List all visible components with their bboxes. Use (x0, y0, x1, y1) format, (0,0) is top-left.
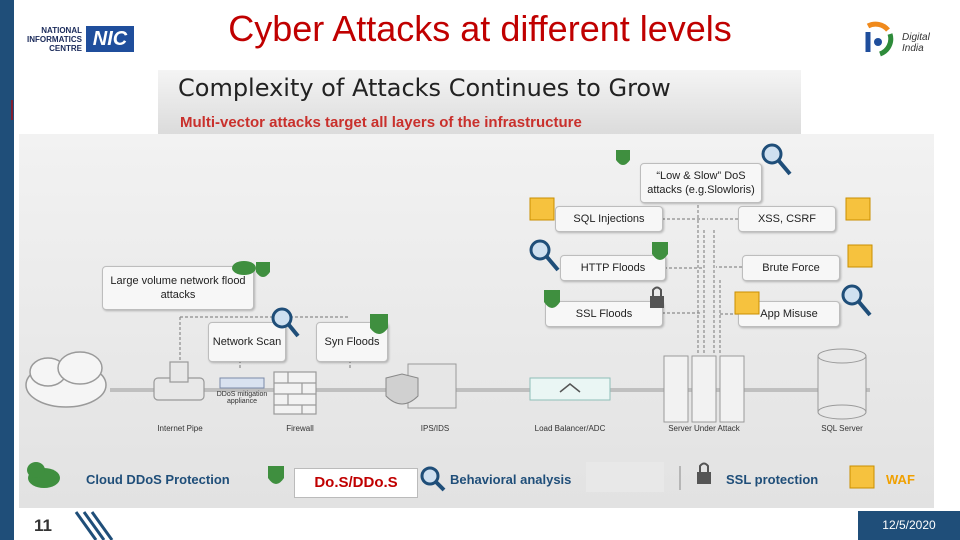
nic-logo: NATIONAL INFORMATICS CENTRE NIC (16, 22, 140, 58)
internet-cloud-icon (25, 351, 107, 408)
waf-icon (845, 197, 871, 221)
ips-ids-icon (385, 363, 457, 409)
legend-cloud-ddos: Cloud DDoS Protection (86, 472, 230, 487)
label-ddos-appliance: DDoS mitigation appliance (216, 391, 268, 405)
lock-icon (650, 296, 664, 308)
cloud-icon (27, 462, 60, 488)
attack-brute-force: Brute Force (742, 255, 840, 281)
legend-blank-box (586, 462, 664, 492)
attack-large-volume-flood: Large volume network flood attacks (102, 266, 254, 310)
waf-icon (529, 197, 555, 221)
shield-icon (370, 314, 388, 334)
label-server-under-attack: Server Under Attack (668, 424, 740, 433)
waf-icon (847, 244, 873, 268)
shield-icon (256, 262, 270, 277)
nic-text-line-3: CENTRE (49, 44, 82, 53)
digital-india-text: Digital India (902, 32, 930, 54)
attack-sql-injections: SQL Injections (555, 206, 663, 232)
banner (158, 70, 801, 140)
waf-icon (734, 291, 760, 315)
legend-behavioral: Behavioral analysis (450, 472, 572, 487)
shield-icon (652, 242, 668, 260)
nic-badge: NIC (86, 26, 134, 52)
slide-title: Cyber Attacks at different levels (228, 8, 732, 49)
nic-text-line-2: INFORMATICS (27, 35, 82, 44)
digital-india-icon (865, 21, 894, 57)
legend-dos-ddos: Do.S/DDo.S (294, 468, 418, 498)
nic-text-line-1: NATIONAL (41, 26, 82, 35)
attack-ssl-floods: SSL Floods (545, 301, 663, 327)
slide-date: 12/5/2020 (858, 511, 960, 540)
sql-server-icon (817, 348, 867, 420)
label-internet-pipe: Internet Pipe (157, 424, 203, 433)
shield-icon (616, 150, 630, 165)
banner-subheading: Multi-vector attacks target all layers o… (180, 114, 582, 131)
label-firewall: Firewall (286, 424, 314, 433)
legend-ssl: SSL protection (726, 472, 819, 487)
magnifier-icon (420, 466, 440, 486)
label-sql-server: SQL Server (821, 424, 863, 433)
attack-http-floods: HTTP Floods (560, 255, 666, 281)
waf-icon (849, 465, 875, 489)
firewall-icon (273, 371, 317, 415)
attack-network-scan: Network Scan (208, 322, 286, 362)
attack-xss-csrf: XSS, CSRF (738, 206, 836, 232)
server-icon (663, 355, 745, 423)
digital-india-logo: Digital India (858, 20, 954, 60)
magnifier-icon (761, 143, 783, 165)
magnifier-icon (529, 239, 551, 261)
pipe-icon (153, 361, 205, 401)
attack-low-slow-dos: “Low & Slow” DoS attacks (e.g.Slowloris) (640, 163, 762, 203)
ddos-appliance-icon (219, 377, 265, 389)
shield-icon (544, 290, 560, 308)
label-load-balancer: Load Balancer/ADC (534, 424, 606, 433)
load-balancer-icon (529, 377, 611, 401)
shield-icon (268, 466, 284, 484)
nic-logo-text: NATIONAL INFORMATICS CENTRE (16, 26, 82, 53)
lock-icon (697, 472, 711, 484)
legend-waf: WAF (886, 472, 915, 487)
magnifier-icon (271, 307, 293, 329)
label-ips-ids: IPS/IDS (420, 424, 450, 433)
magnifier-icon (841, 284, 863, 306)
page-number: 11 (34, 516, 52, 535)
cloud-icon (232, 261, 256, 275)
left-accent-bar (0, 0, 14, 540)
banner-heading: Complexity of Attacks Continues to Grow (178, 74, 671, 102)
